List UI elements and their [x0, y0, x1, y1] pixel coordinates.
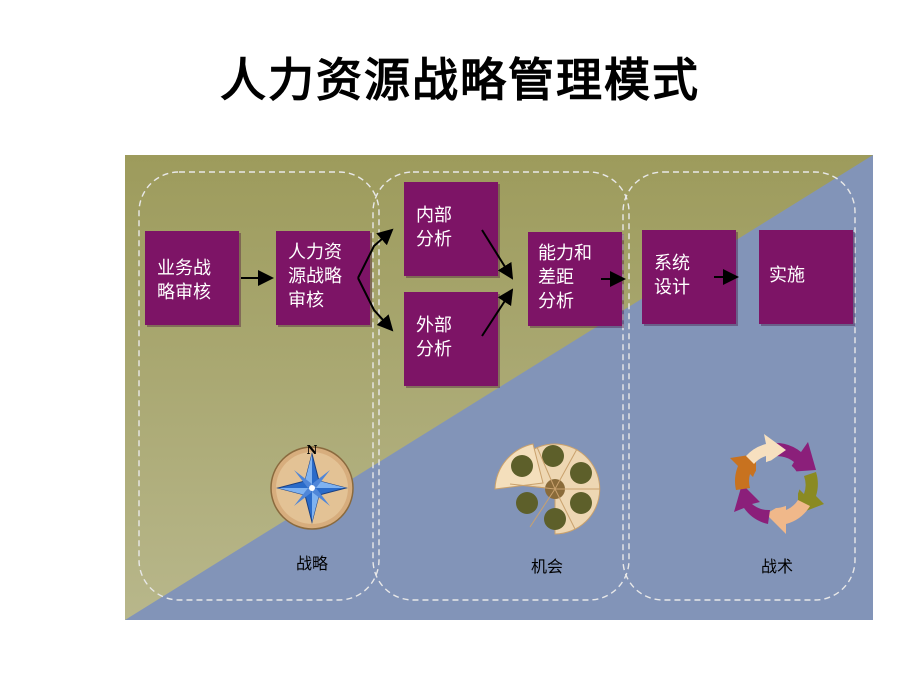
implementation-box: 实施 — [759, 230, 853, 324]
opportunity-label: 机会 — [531, 557, 564, 576]
hr-strategy-review-label: 人力资 源战略 审核 — [288, 242, 342, 311]
tactics-label: 战术 — [761, 557, 794, 576]
external-analysis-label: 外部 分析 — [416, 315, 452, 360]
internal-analysis-box: 内部 分析 — [404, 182, 498, 276]
capability-gap-analysis-label: 能力和 差距 分析 — [538, 243, 592, 312]
implementation-label: 实施 — [769, 265, 805, 286]
capability-gap-analysis-box: 能力和 差距 分析 — [528, 232, 622, 326]
system-design-box: 系统 设计 — [642, 230, 736, 324]
opportunity-group-frame — [372, 171, 630, 601]
business-strategy-review-box: 业务战 略审核 — [145, 231, 239, 325]
strategy-label: 战略 — [296, 554, 329, 573]
hr-strategy-review-box: 人力资 源战略 审核 — [276, 231, 370, 325]
system-design-label: 系统 设计 — [654, 253, 690, 298]
internal-analysis-label: 内部 分析 — [416, 205, 452, 250]
strategy-group-frame — [138, 171, 380, 601]
business-strategy-review-label: 业务战 略审核 — [157, 258, 211, 303]
tactics-group-frame — [622, 171, 856, 601]
page-title: 人力资源战略管理模式 — [220, 53, 700, 107]
external-analysis-box: 外部 分析 — [404, 292, 498, 386]
